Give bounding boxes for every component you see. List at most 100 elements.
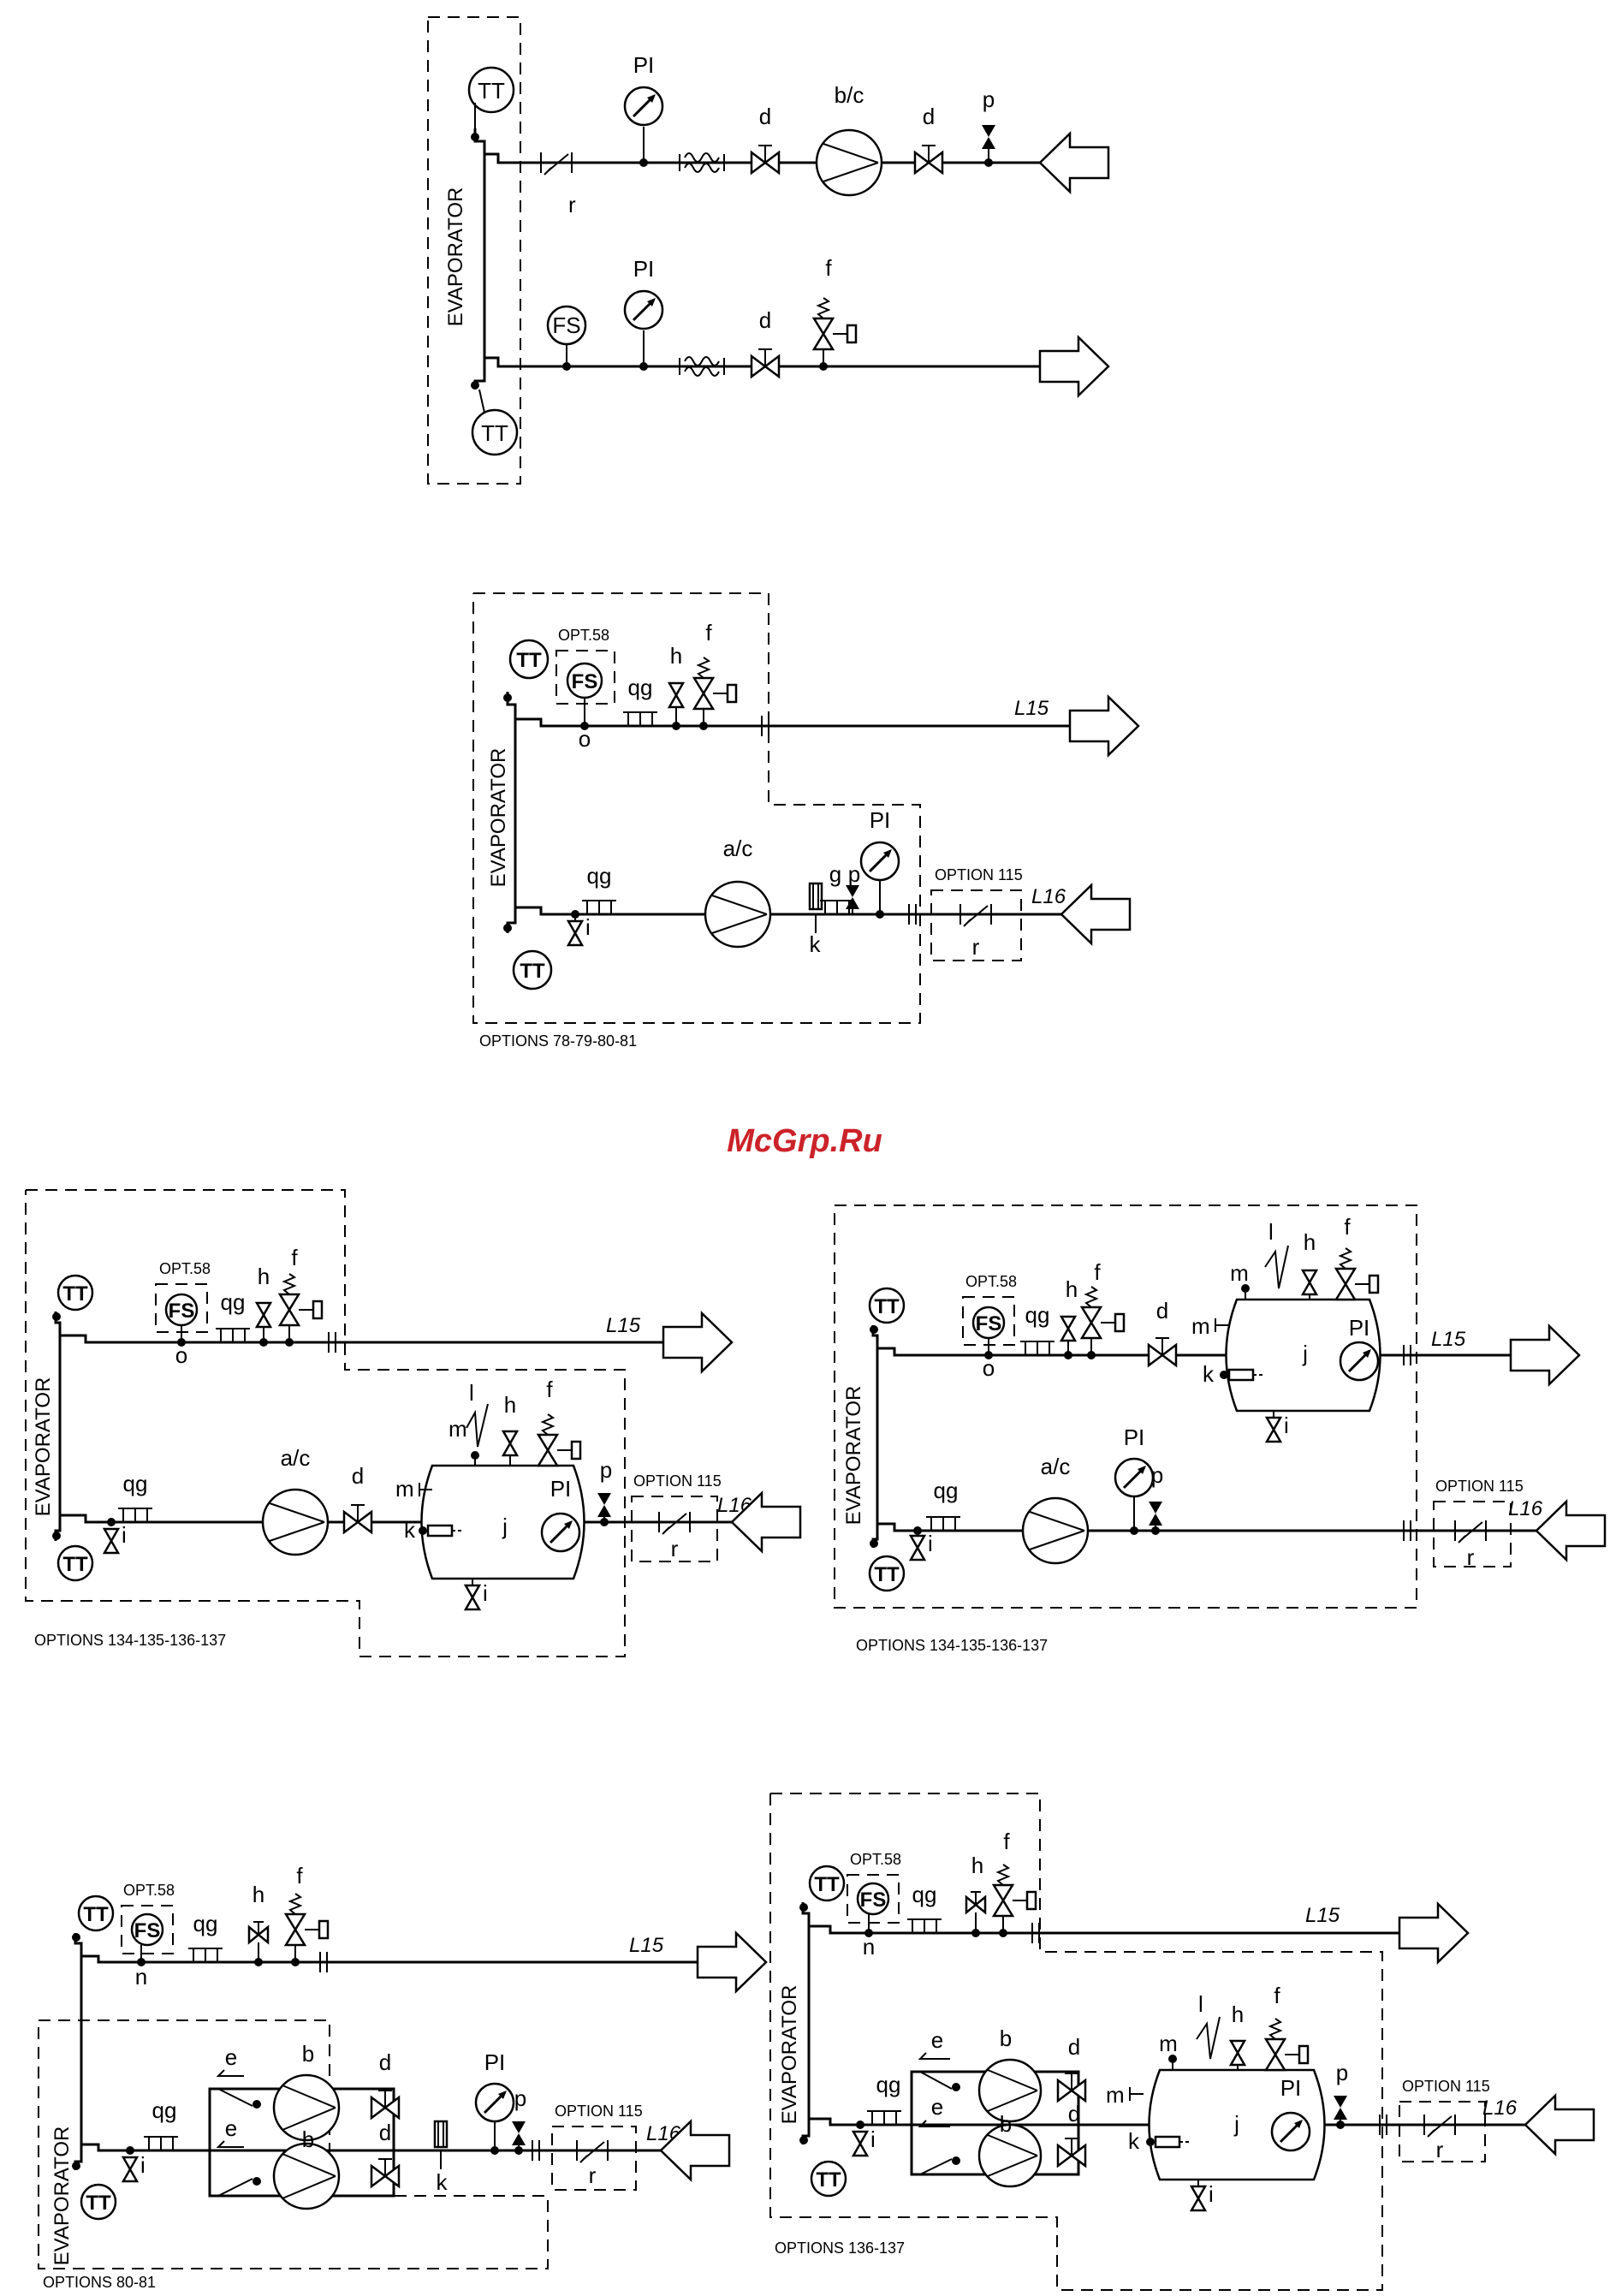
- diagram-5: EVAPORATOR TT TT OPT.58 FS n qg h f L15 …: [38, 1863, 768, 2291]
- flow-switch: FS: [134, 1919, 161, 1942]
- diagram-6: EVAPORATOR TT TT OPT.58 FS n qg h f L15 …: [769, 1793, 1595, 2291]
- label-bc: b/c: [835, 82, 864, 108]
- label-p: p: [983, 86, 995, 112]
- label-h: h: [258, 1264, 270, 1289]
- line-l15: L15: [1014, 697, 1049, 720]
- label-d: d: [923, 104, 935, 129]
- label-h: h: [1066, 1276, 1078, 1302]
- label-qg: qg: [193, 1911, 218, 1936]
- label-h: h: [1232, 2002, 1244, 2027]
- tank-label-j: j: [1302, 1341, 1308, 1366]
- label-f: f: [546, 1377, 553, 1402]
- label-k: k: [1203, 1361, 1215, 1387]
- label-d: d: [759, 104, 771, 129]
- temperature-sensor-in: TT: [83, 1903, 109, 1926]
- label-k: k: [1128, 2128, 1140, 2154]
- label-m: m: [1191, 1313, 1210, 1339]
- label-f: f: [1344, 1214, 1351, 1240]
- label-r: r: [589, 2162, 597, 2188]
- label-d: d: [352, 1463, 364, 1489]
- label-h: h: [1304, 1229, 1316, 1255]
- label-r: r: [1467, 1544, 1475, 1570]
- temperature-sensor-out: TT: [62, 1553, 88, 1576]
- label-f: f: [705, 620, 712, 645]
- label-i: i: [1284, 1413, 1289, 1438]
- label-qg: qg: [587, 863, 612, 889]
- flow-switch: FS: [552, 312, 580, 338]
- pressure-indicator-label: PI: [633, 256, 655, 282]
- evaporator-label: EVAPORATOR: [842, 1386, 865, 1526]
- option115-label: OPTION 115: [1435, 1478, 1524, 1495]
- label-f: f: [296, 1863, 303, 1889]
- caption-options-134-137: OPTIONS 134-135-136-137: [34, 1632, 226, 1649]
- label-qg: qg: [876, 2072, 901, 2097]
- tank-label-j: j: [502, 1514, 508, 1539]
- opt58-label: OPT.58: [123, 1882, 175, 1899]
- label-i: i: [140, 2152, 146, 2178]
- opt58-label: OPT.58: [159, 1260, 211, 1277]
- label-r: r: [1436, 2137, 1444, 2162]
- pressure-indicator-label: PI: [484, 2049, 506, 2075]
- flow-switch: FS: [169, 1300, 195, 1323]
- label-l: l: [1268, 1219, 1274, 1245]
- temperature-sensor-in: TT: [814, 1873, 840, 1896]
- label-h: h: [971, 1853, 983, 1878]
- label-n: n: [863, 1934, 875, 1960]
- temperature-sensor-in: TT: [478, 78, 505, 104]
- label-qg: qg: [912, 1882, 937, 1907]
- label-r: r: [671, 1536, 679, 1561]
- option115-label: OPTION 115: [555, 2103, 643, 2120]
- flow-switch: FS: [976, 1312, 1002, 1335]
- tank-label-j: j: [1233, 2111, 1239, 2137]
- label-m: m: [395, 1476, 414, 1502]
- label-b: b: [302, 2126, 314, 2152]
- label-m: m: [1106, 2082, 1125, 2108]
- label-r: r: [568, 192, 576, 217]
- label-h: h: [670, 643, 682, 669]
- label-b: b: [302, 2041, 314, 2067]
- caption-options-78-81: OPTIONS 78-79-80-81: [479, 1032, 637, 1050]
- opt58-label: OPT.58: [965, 1273, 1017, 1290]
- label-e: e: [931, 2027, 943, 2053]
- diagram-2: EVAPORATOR TT TT OPT.58 FS o qg h f L15 …: [472, 592, 1140, 1050]
- label-qg: qg: [123, 1471, 148, 1496]
- temperature-sensor-out: TT: [520, 960, 545, 983]
- label-l: l: [1198, 1991, 1203, 2017]
- label-k: k: [437, 2169, 449, 2195]
- option115-label: OPTION 115: [935, 866, 1023, 883]
- label-d: d: [379, 2120, 391, 2145]
- label-m: m: [1159, 2031, 1178, 2056]
- label-i: i: [870, 2126, 876, 2152]
- label-b: b: [1000, 2025, 1012, 2051]
- label-i: i: [483, 1580, 488, 1606]
- label-n: n: [135, 1964, 147, 1990]
- label-d: d: [1068, 2034, 1080, 2060]
- flow-switch: FS: [860, 1889, 887, 1912]
- pressure-indicator-label: PI: [550, 1476, 572, 1502]
- label-g: g: [829, 861, 841, 887]
- label-p: p: [1151, 1462, 1163, 1488]
- label-f: f: [1274, 1983, 1280, 2008]
- opt58-label: OPT.58: [850, 1851, 901, 1868]
- label-o: o: [175, 1342, 187, 1368]
- pressure-indicator-label: PI: [1124, 1425, 1145, 1450]
- caption-options-80-81: OPTIONS 80-81: [43, 2274, 156, 2291]
- label-d: d: [1068, 2101, 1080, 2126]
- label-qg: qg: [934, 1478, 959, 1503]
- caption-options-136-137: OPTIONS 136-137: [775, 2239, 905, 2257]
- label-ac: a/c: [1041, 1454, 1071, 1479]
- label-f: f: [291, 1245, 298, 1270]
- evaporator-label: EVAPORATOR: [50, 2126, 74, 2266]
- label-e: e: [225, 2044, 237, 2070]
- option115-label: OPTION 115: [1402, 2078, 1490, 2095]
- temperature-sensor-in: TT: [516, 649, 542, 672]
- opt58-label: OPT.58: [558, 627, 609, 644]
- label-d: d: [759, 307, 771, 333]
- line-l15: L15: [1305, 1904, 1340, 1927]
- label-p: p: [600, 1457, 612, 1483]
- label-qg: qg: [221, 1289, 246, 1315]
- label-ac: a/c: [281, 1445, 311, 1471]
- line-l15: L15: [1431, 1328, 1466, 1351]
- temperature-sensor-out: TT: [86, 2192, 111, 2215]
- label-m: m: [1230, 1260, 1249, 1286]
